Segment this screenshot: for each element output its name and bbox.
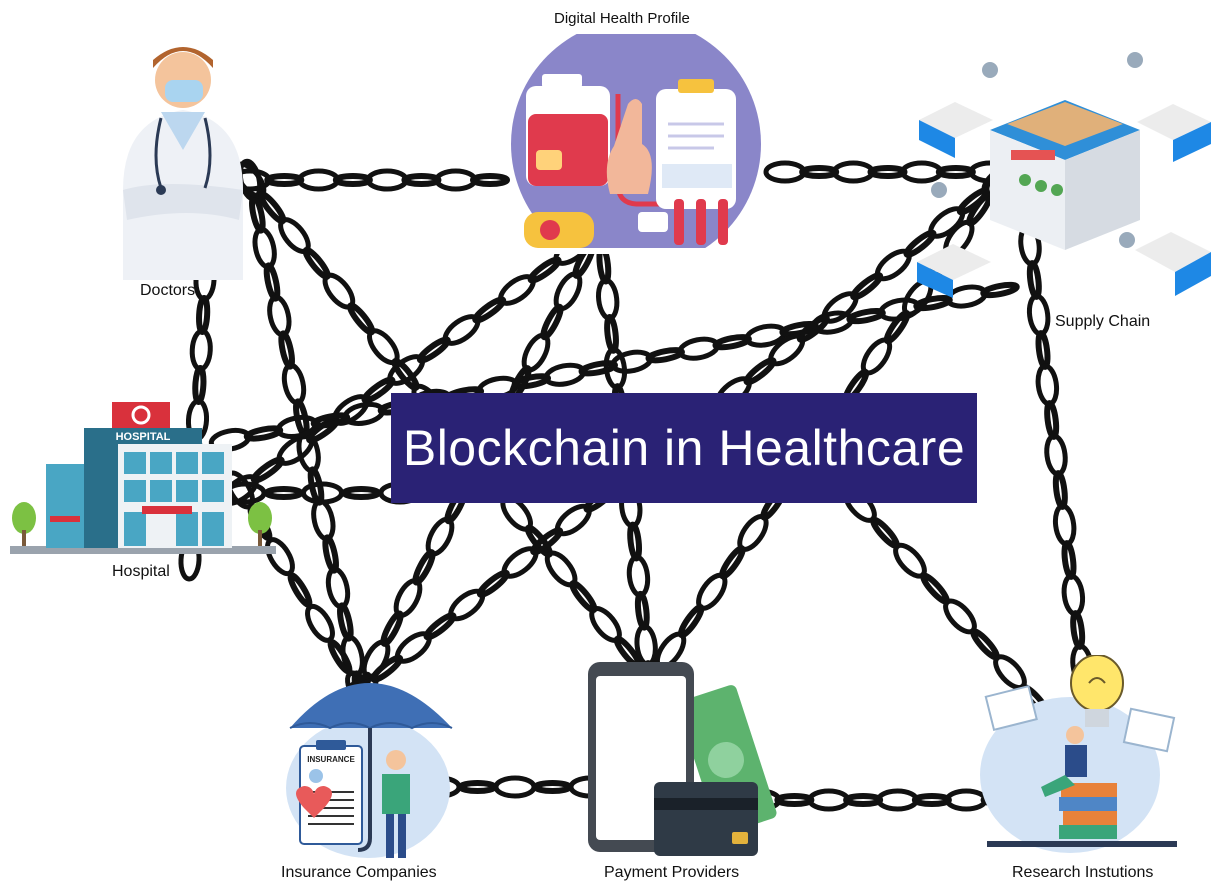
chain-digital-health-profile-to-supply-chain (763, 160, 1012, 184)
chain-link (596, 277, 620, 321)
chain-link (305, 603, 335, 643)
chain-link (341, 486, 382, 500)
label-insurance-companies: Insurance Companies (281, 864, 437, 881)
chain-link (457, 780, 498, 794)
chain-link (263, 262, 281, 302)
chain-link (870, 516, 900, 549)
chain-link (365, 168, 409, 192)
label-research-institutions: Research Instutions (1012, 864, 1154, 881)
chain-title-to-research (843, 487, 1050, 716)
chain-link (325, 566, 351, 610)
chain-link (532, 780, 573, 794)
title-box: Blockchain in Healthcare (391, 393, 977, 503)
chain-link (980, 281, 1020, 299)
chain-link (543, 362, 587, 387)
chain-link (867, 165, 908, 179)
hospital-illustration: HOSPITAL (10, 402, 276, 554)
doctor-illustration (123, 47, 243, 280)
chain-link (1026, 293, 1051, 337)
chain-link (311, 498, 336, 542)
chain-link (634, 590, 650, 631)
chain-link (876, 788, 919, 812)
supply-chain-illustration (917, 52, 1211, 298)
chain-link (1070, 610, 1086, 650)
chain-link (470, 173, 510, 187)
chain-link (192, 365, 207, 405)
chain-link (578, 360, 618, 377)
payment-illustration (588, 662, 777, 856)
chain-link (297, 168, 341, 192)
research-illustration (980, 655, 1177, 853)
chain-link (626, 554, 651, 598)
label-digital-health-profile: Digital Health Profile (554, 10, 690, 27)
chain-link (278, 330, 295, 370)
chain-link (281, 362, 307, 406)
chain-link (401, 173, 442, 187)
chain-link (712, 334, 752, 351)
chain-link (332, 173, 373, 187)
hospital-sign: HOSPITAL (116, 431, 171, 443)
chain-link (434, 168, 478, 192)
digital-health-profile-illustration (488, 34, 784, 254)
insurance-form-title: INSURANCE (307, 755, 355, 764)
insurance-illustration: INSURANCE (286, 683, 453, 858)
label-hospital: Hospital (112, 563, 170, 580)
chain-link (1052, 503, 1077, 547)
chain-link (342, 401, 386, 426)
chain-link (807, 788, 851, 812)
chain-link (252, 226, 277, 270)
chain-link (843, 793, 884, 807)
chain-link (604, 313, 619, 354)
label-payment-providers: Payment Providers (604, 864, 740, 881)
chain-link (911, 793, 952, 807)
chain-link (799, 165, 840, 179)
chain-link (1044, 400, 1060, 440)
chain-link (627, 521, 643, 562)
chain-link (677, 336, 720, 361)
label-supply-chain: Supply Chain (1055, 313, 1151, 330)
chain-link (846, 307, 886, 325)
chain-link (1035, 363, 1060, 407)
chain-link (263, 486, 304, 500)
chain-link (196, 295, 211, 335)
chain-link (1061, 540, 1077, 580)
diagram-title: Blockchain in Healthcare (402, 420, 966, 476)
chain-link (920, 572, 950, 605)
chain-link (831, 160, 875, 184)
chain-link (264, 173, 305, 187)
chain-link (1044, 433, 1068, 477)
chain-link (645, 347, 685, 364)
chain-link (287, 572, 313, 608)
chain-link (327, 638, 353, 675)
chain-link (493, 775, 537, 799)
chain-link (1052, 470, 1068, 510)
chain-link (1061, 573, 1086, 617)
chain-link (267, 294, 292, 338)
chain-link (337, 602, 354, 642)
chain-doctors-to-digital-health-profile (228, 168, 510, 192)
chain-link (189, 328, 213, 372)
chain-link (322, 534, 339, 574)
chain-link (1035, 330, 1051, 370)
chain-supply-chain-to-research (1018, 223, 1094, 687)
label-doctors: Doctors (140, 282, 196, 299)
